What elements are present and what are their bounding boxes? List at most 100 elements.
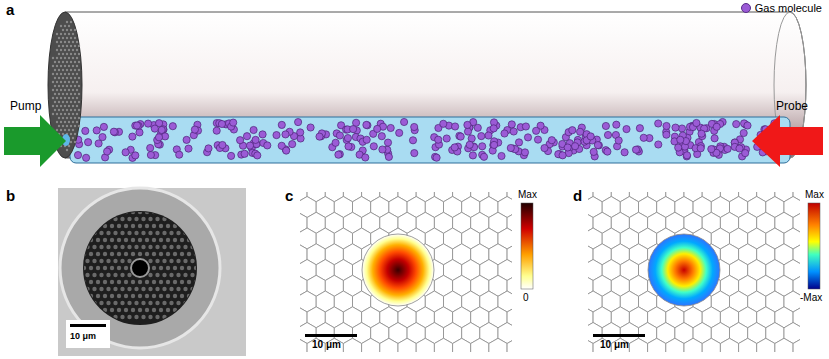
facet-hole <box>60 89 62 91</box>
facet-hole <box>56 129 58 131</box>
sem-hole <box>180 280 184 284</box>
sem-hole <box>103 308 107 312</box>
sem-hole <box>183 245 187 249</box>
facet-hole <box>64 89 66 91</box>
sem-hole <box>180 224 184 228</box>
facet-hole <box>62 37 64 39</box>
sem-hole <box>117 238 121 242</box>
facet-hole <box>58 101 60 103</box>
gas-molecule <box>401 118 408 125</box>
sem-hole <box>173 238 177 242</box>
gas-molecule <box>176 151 183 158</box>
sem-hole <box>190 301 194 305</box>
gas-molecule <box>693 119 700 126</box>
legend-item: Gas molecule <box>741 2 822 14</box>
sem-hole <box>89 238 93 242</box>
sem-hole <box>176 315 180 319</box>
sem-hole <box>85 287 89 291</box>
gas-molecule <box>675 144 682 151</box>
scale-box <box>66 320 110 348</box>
sem-hole <box>106 301 110 305</box>
sem-hole <box>176 273 180 277</box>
sem-hole <box>183 301 187 305</box>
facet-hole <box>64 41 66 43</box>
sem-hole <box>162 231 166 235</box>
sem-hole <box>180 266 184 270</box>
facet-hole <box>78 61 80 63</box>
gas-molecule <box>384 139 391 146</box>
sem-hole <box>85 315 89 319</box>
scale-bar <box>305 334 357 337</box>
facet-hole <box>64 73 66 75</box>
sem-hole <box>106 245 110 249</box>
sem-hole <box>96 280 100 284</box>
sem-hole <box>96 224 100 228</box>
gas-molecule <box>590 148 597 155</box>
sem-hole <box>159 294 163 298</box>
gas-molecule <box>396 129 403 136</box>
facet-hole <box>72 65 74 67</box>
sem-hole <box>92 301 96 305</box>
facet-hole <box>68 129 70 131</box>
facet-hole <box>70 93 72 95</box>
facet-hole <box>76 89 78 91</box>
gas-molecule <box>246 142 253 149</box>
facet-hole <box>66 149 68 151</box>
gas-molecule <box>147 151 154 158</box>
gas-molecule <box>440 120 447 127</box>
sem-hole <box>124 238 128 242</box>
facet-hole <box>76 121 78 123</box>
facet-hole <box>70 53 72 55</box>
sem-hole <box>134 217 138 221</box>
panel-letter: b <box>6 188 15 203</box>
facet-hole <box>74 101 76 103</box>
facet-hole <box>72 113 74 115</box>
sem-hole <box>155 231 159 235</box>
microstructure <box>83 211 197 325</box>
facet-hole <box>70 37 72 39</box>
gas-molecule <box>744 122 751 129</box>
sem-hole <box>127 245 131 249</box>
facet-hole <box>76 57 78 59</box>
sem-hole <box>155 273 159 277</box>
gas-molecule <box>443 135 450 142</box>
sem-hole <box>110 308 114 312</box>
gas-molecule <box>104 148 111 155</box>
gas-molecule <box>370 143 377 150</box>
sem-hole <box>152 280 156 284</box>
sem-hole <box>99 301 103 305</box>
sem-hole <box>103 294 107 298</box>
sem-hole <box>127 315 131 319</box>
facet-hole <box>56 89 58 91</box>
facet-hole <box>76 73 78 75</box>
facet-hole <box>70 61 72 63</box>
gas-molecule <box>683 152 690 159</box>
sem-hole <box>190 273 194 277</box>
sem-hole <box>138 224 142 228</box>
label: -Max <box>800 293 822 303</box>
hex-cell <box>684 338 702 352</box>
sem-hole <box>183 273 187 277</box>
facet-hole <box>52 89 54 91</box>
gas-molecule <box>433 154 440 161</box>
hex-cell <box>507 338 512 352</box>
gas-molecule <box>136 129 143 136</box>
sem-hole <box>85 217 89 221</box>
gas-molecule <box>507 144 514 151</box>
legend-swatch <box>741 3 751 13</box>
sem-hole <box>85 245 89 249</box>
gas-molecule <box>548 137 555 144</box>
hex-cell <box>666 338 684 352</box>
gas-molecule <box>711 135 718 142</box>
facet-hole <box>54 77 56 79</box>
gas-molecule <box>289 141 296 148</box>
gas-molecule <box>724 145 731 152</box>
gas-molecule <box>378 133 385 140</box>
facet-hole <box>74 69 76 71</box>
gas-molecule <box>708 146 715 153</box>
sem-hole <box>159 266 163 270</box>
facet-hole <box>72 33 74 35</box>
gas-molecule <box>587 133 594 140</box>
gas-molecule <box>332 139 339 146</box>
sem-hole <box>103 252 107 256</box>
